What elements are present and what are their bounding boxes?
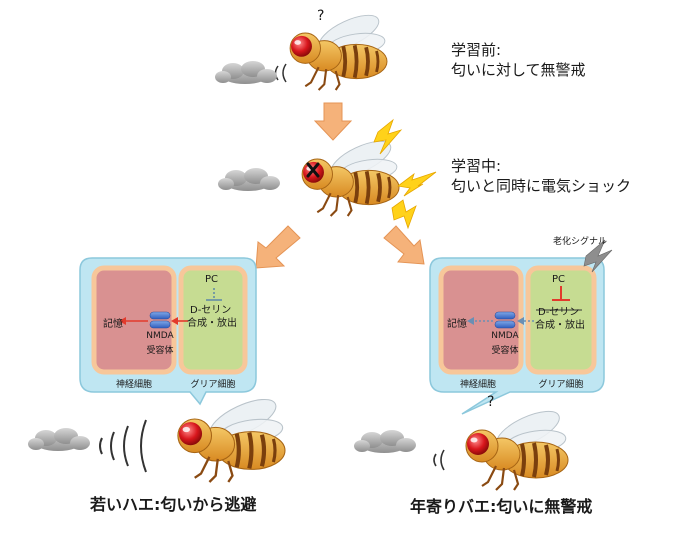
dashed-arrow-release-old [517,317,534,325]
pc-inhibition-old [552,286,570,301]
cloud-top [215,61,277,84]
cloud-old [354,430,416,453]
memory-label-old: 記憶 [447,319,467,330]
lightning-icon [373,118,437,230]
fly-old [464,401,570,492]
synthesis-label-old: 合成・放出 [535,320,585,331]
caption-young: 若いハエ:匂いから逃避 [90,495,257,514]
glia-cell-old [525,265,597,375]
neuron-label-young: 神経細胞 [115,380,152,390]
motion-lines-young [99,419,147,473]
aging-signal-arrow [583,239,613,273]
down-arrow [313,102,353,141]
receptor-label-young: 受容体 [146,346,174,356]
glia-cell-young [178,265,248,375]
nmda-label-old: NMDA [491,331,519,341]
dashed-arrow-memory-old [467,317,493,325]
stage-during-desc: 匂いと同時に電気ショック [451,177,632,195]
glia-label-young: グリア細胞 [190,380,236,390]
cloud-young [28,428,90,451]
glia-label-old: グリア細胞 [538,380,584,390]
d-serine-label-old: D-セリン [538,307,580,318]
question-mark-top: ? [317,8,325,24]
stage-before-title: 学習前: [451,41,502,59]
nmda-receptor-young [149,311,171,329]
motion-lines-top [274,63,287,83]
nmda-receptor-old [494,311,516,329]
receptor-label-old: 受容体 [491,346,519,356]
neuron-label-old: 神経細胞 [459,380,496,390]
pc-label-young: PC [205,274,219,285]
nmda-label-young: NMDA [146,331,174,341]
red-arrow-memory-young [119,317,148,325]
cloud-middle [218,168,280,191]
arrow-right [383,225,425,265]
arrow-left [255,225,301,269]
cross-mark-icon [306,162,320,178]
stage-before-desc: 匂いに対して無警戒 [451,61,586,79]
pc-label-old: PC [552,274,566,285]
pc-dashed-inhibition-young [206,288,222,301]
motion-lines-old [433,449,445,471]
aging-signal-label: 老化シグナル [553,237,608,247]
stage-during-title: 学習中: [451,157,502,175]
synthesis-label-young: 合成・放出 [187,318,237,329]
caption-old: 年寄りバエ:匂いに無警戒 [410,497,593,516]
d-serine-label-young: D-セリン [190,305,232,316]
memory-label-young: 記憶 [103,319,123,330]
question-mark-old: ? [487,394,495,410]
fly-young [178,392,285,482]
red-arrow-release-young [171,317,188,325]
fly-before-learning [288,6,389,92]
